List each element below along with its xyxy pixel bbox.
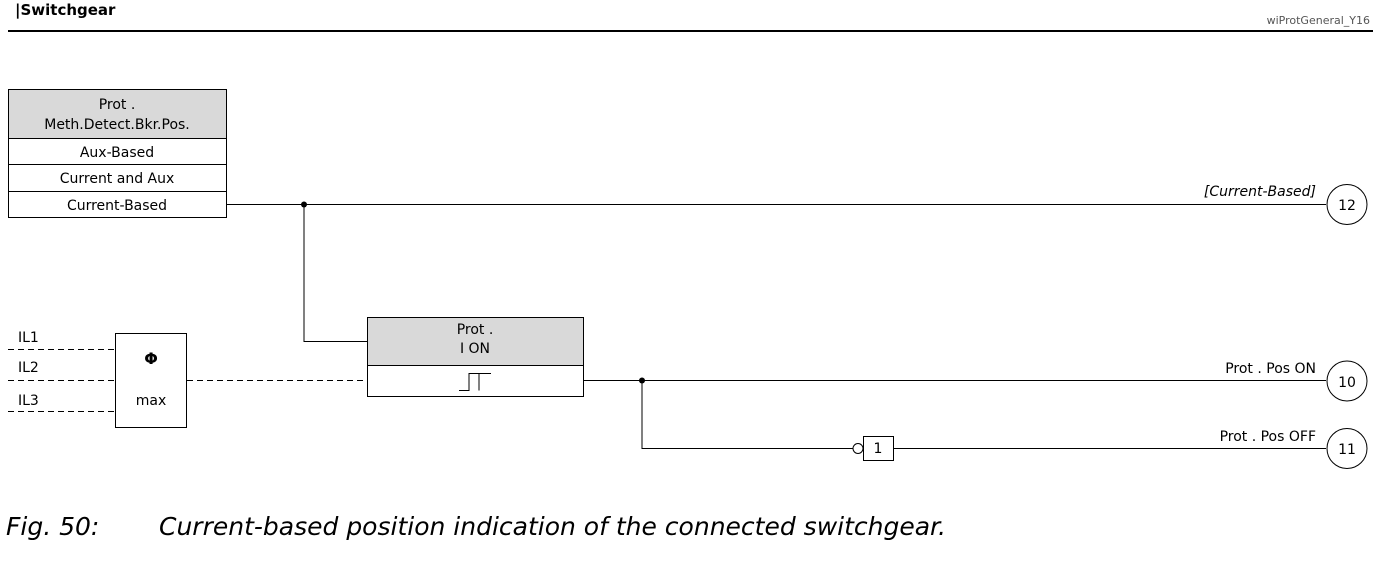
input-label-il1: IL1 [18,330,39,346]
figure-caption: Fig. 50: Current-based position indicatio… [6,512,946,541]
threshold-step-icon [459,373,491,391]
pos-on-label: Prot . Pos ON [1225,361,1316,377]
output-marker-12-number: 12 [1338,198,1356,214]
i-on-body [367,365,584,397]
i-on-title-2: I ON [460,341,490,357]
input-label-il2: IL2 [18,360,39,376]
option-current-based [8,191,227,218]
output-marker-10-number: 10 [1338,375,1356,391]
method-setting-title-1: Prot . [99,97,136,113]
page-title: |Switchgear [15,1,116,20]
pos-off-label: Prot . Pos OFF [1220,429,1316,445]
input-label-il3: IL3 [18,393,39,409]
not-gate-box [863,436,894,461]
max-label: max [136,393,167,409]
output-marker-10 [1326,360,1368,402]
figure-caption-text: Current-based position indication of the… [159,512,946,541]
max-phase-block: Φ max [115,333,187,428]
method-setting-title-2: Meth.Detect.Bkr.Pos. [44,117,190,133]
enable-branch-line [303,204,367,342]
option-current-based-label: Current-Based [67,198,167,214]
output-marker-12 [1326,184,1368,225]
current-based-output-label: [Current-Based] [1204,184,1316,200]
figure-number: Fig. 50: [6,512,100,541]
option-aux-based [8,138,227,165]
option-aux-based-label: Aux-Based [80,145,154,161]
output-marker-11-number: 11 [1338,442,1356,458]
option-current-and-aux-label: Current and Aux [60,171,175,187]
i-on-threshold-block: Prot . I ON [367,317,584,397]
pos-off-branch-line [641,380,853,449]
method-setting-block: Prot . Meth.Detect.Bkr.Pos. Aux-Based Cu… [8,89,227,218]
max-phase-box [115,333,187,428]
not-gate-label: 1 [874,441,883,457]
diagram-id: wiProtGeneral_Y16 [1267,14,1370,27]
output-marker-11 [1326,428,1368,469]
not-gate-bubble [852,443,864,454]
phi-symbol: Φ [144,349,158,368]
i-on-title-1: Prot . [457,322,494,338]
current-inputs: IL1 IL2 IL3 [8,330,115,412]
